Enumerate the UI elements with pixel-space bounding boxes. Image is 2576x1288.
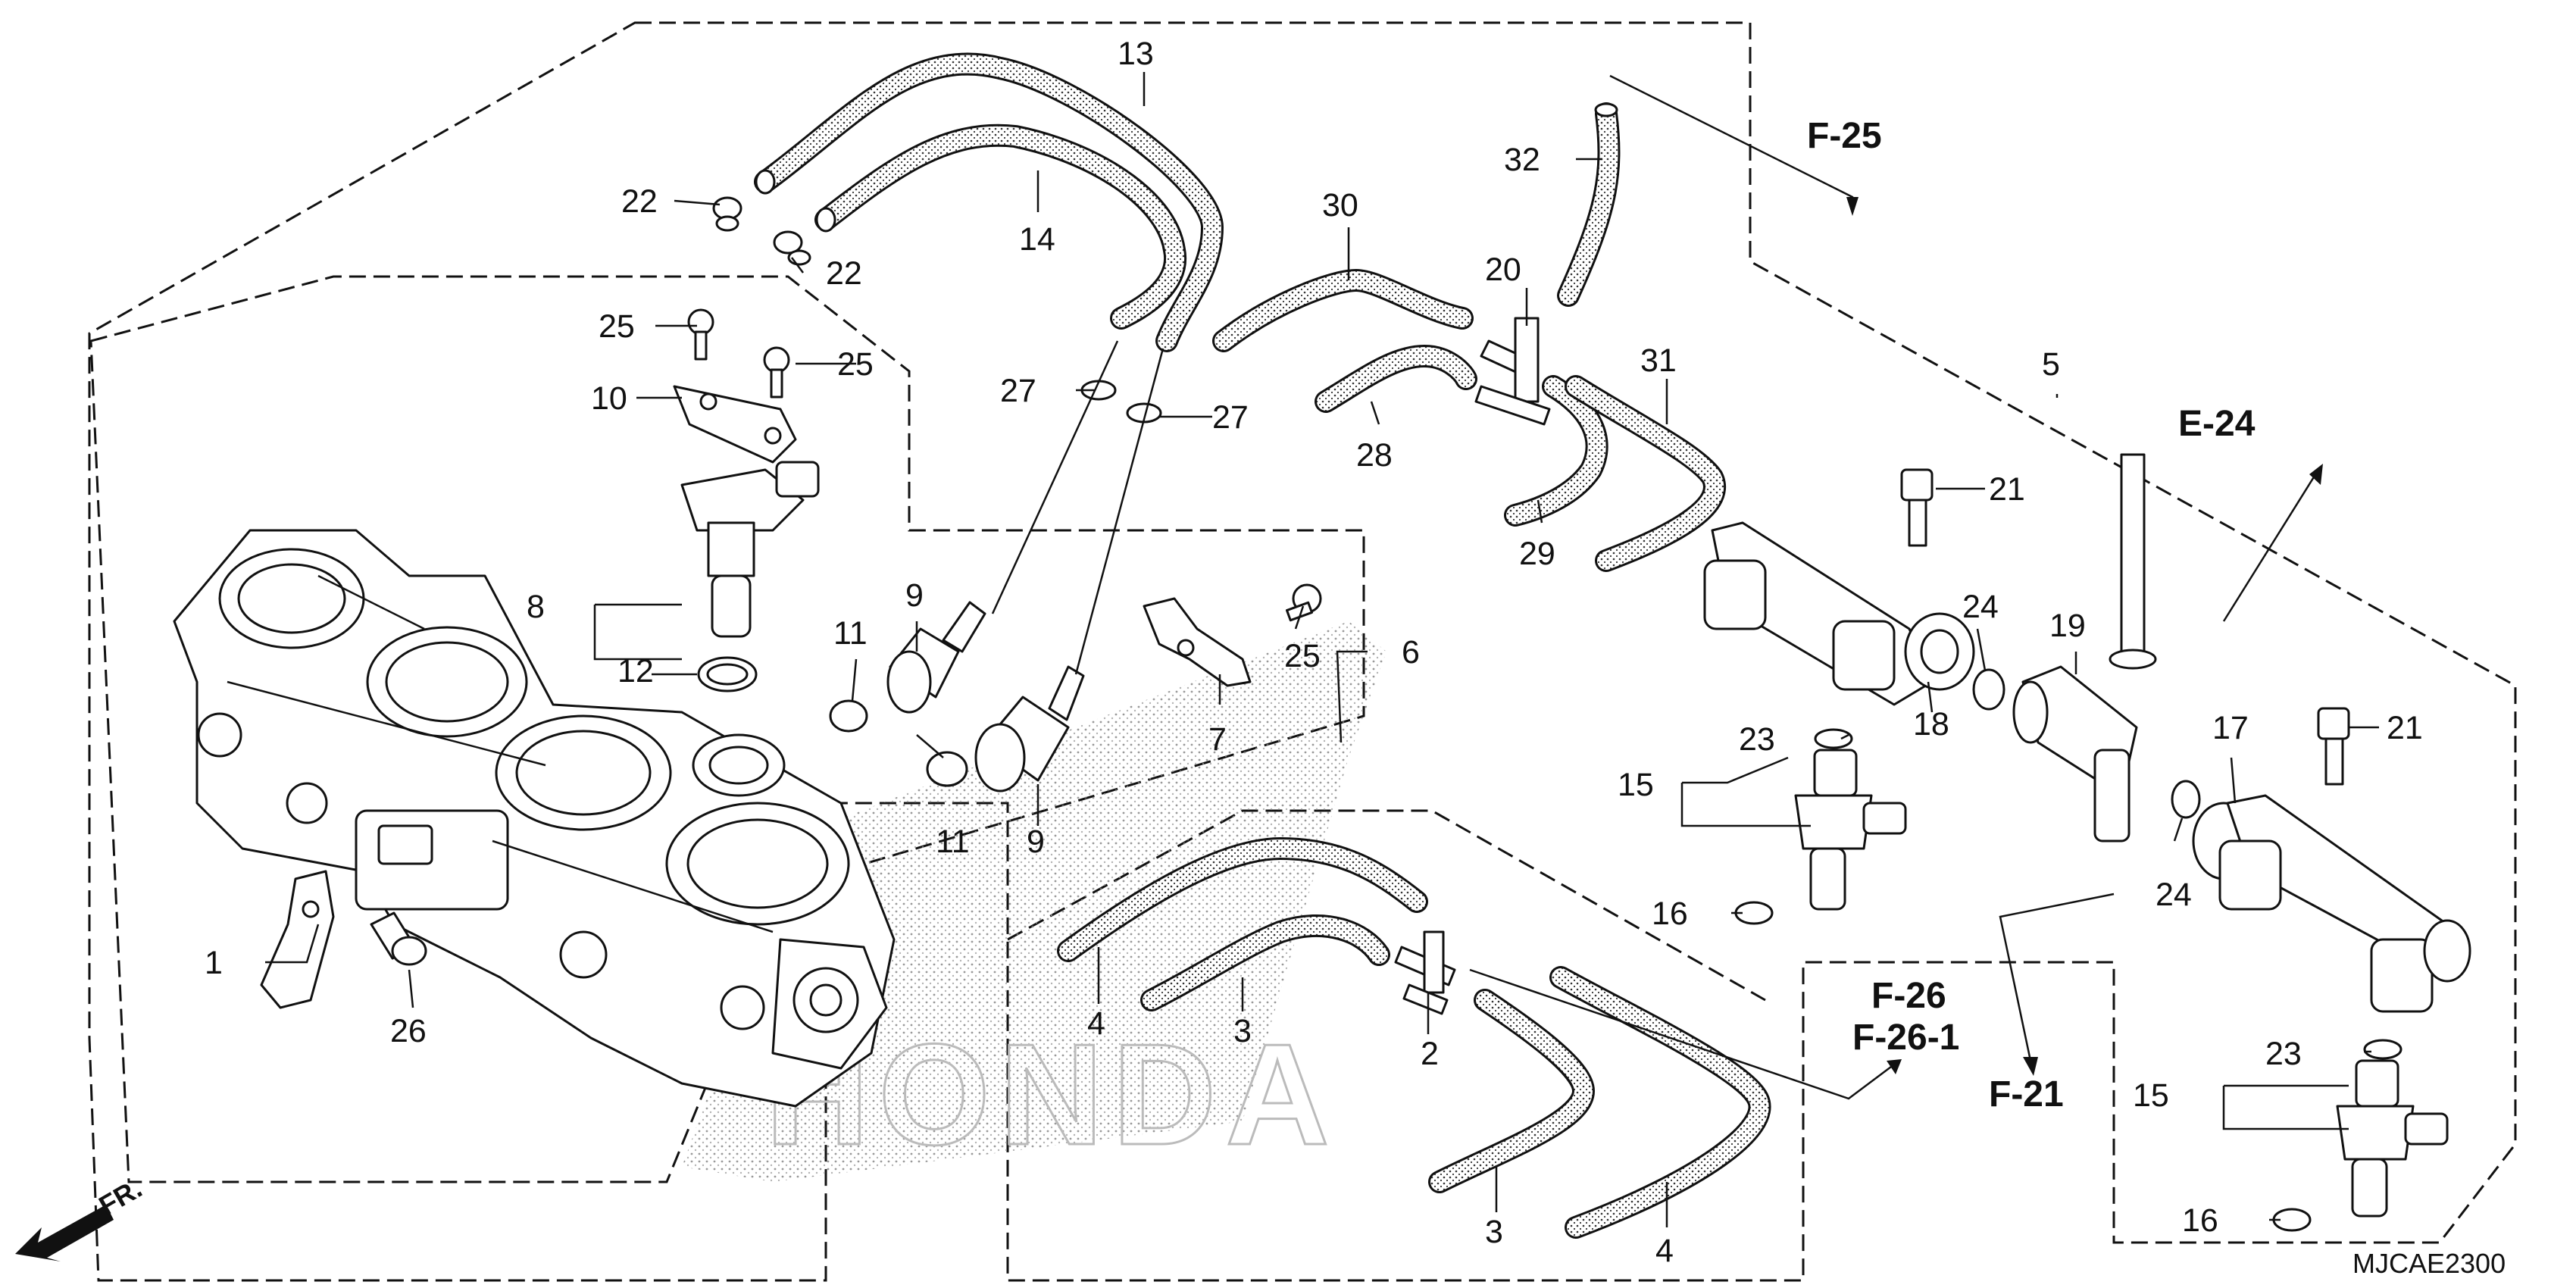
part-29-hose (1504, 375, 1608, 527)
callout-31: 31 (1640, 342, 1677, 379)
throttle-body-assembly (173, 529, 896, 1108)
part-21-bolt-upper (1900, 468, 1934, 547)
part-3-hose-left (1140, 914, 1390, 1011)
callout-24-b: 24 (2156, 877, 2192, 913)
part-32-hose (1557, 102, 1621, 307)
callout-27-a: 27 (1000, 373, 1036, 409)
callout-4-b: 4 (1655, 1233, 1674, 1269)
reference-arrows (1469, 74, 2323, 1100)
callout-5: 5 (2042, 346, 2060, 383)
part-25-screw-upper-right (763, 346, 790, 399)
part-11-washer-upper (829, 699, 868, 733)
callout-11-a: 11 (833, 615, 868, 652)
callout-20: 20 (1485, 252, 1521, 288)
front-arrow-icon: FR. (15, 1172, 147, 1261)
part-26-screw (370, 911, 427, 966)
part-10-setting-plate (673, 385, 797, 464)
callout-25-c: 25 (1284, 638, 1321, 674)
part-23-seal-lower (2363, 1039, 2402, 1060)
callout-19: 19 (2049, 608, 2086, 644)
callout-32: 32 (1504, 142, 1540, 178)
callout-25-a: 25 (599, 308, 635, 345)
group-5-boundary (88, 21, 2517, 1282)
part-24-o-ring-lower (2171, 780, 2201, 819)
part-28-hose (1315, 345, 1477, 413)
part-25-screw-upper-left (687, 308, 714, 361)
callout-6: 6 (1402, 634, 1420, 671)
leader-lines (265, 72, 2379, 1227)
callout-25-b: 25 (837, 346, 874, 383)
callout-9-b: 9 (1027, 824, 1045, 860)
diagram-code: MJCAE2300 (2352, 1248, 2506, 1279)
callout-18: 18 (1913, 706, 1949, 742)
callout-21-b: 21 (2387, 710, 2423, 746)
part-14-hose (814, 123, 1187, 330)
callout-22-b: 22 (826, 255, 862, 292)
part-3-hose-right (1428, 989, 1595, 1193)
callout-26: 26 (390, 1013, 427, 1049)
ref-f-25: F-25 (1807, 116, 1882, 156)
callout-2: 2 (1421, 1036, 1439, 1072)
callout-8: 8 (527, 589, 545, 625)
part-17-fuel-rail (2192, 794, 2471, 1013)
part-25-screw-right (1286, 583, 1322, 622)
part-11-washer-lower (926, 751, 968, 787)
part-1-bracket (260, 870, 335, 1009)
part-18-fuel-rail (1703, 521, 1975, 706)
part-19-fuel-joint (2012, 453, 2157, 843)
part-2-tee-joint (1394, 930, 1456, 1015)
callout-23-b: 23 (2265, 1036, 2302, 1072)
part-31-hose (1565, 375, 1726, 572)
part-20-tee-joint (1474, 317, 1551, 426)
callout-10: 10 (591, 380, 627, 417)
callout-13: 13 (1118, 36, 1154, 72)
part-30-hose (1212, 269, 1474, 352)
ref-f-21: F-21 (1989, 1074, 2064, 1114)
part-22-clip-lower (773, 230, 811, 266)
ref-e-24: E-24 (2178, 404, 2256, 444)
part-4-hose-right (1549, 966, 1771, 1239)
part-9-valve-upper (886, 601, 986, 714)
reference-codes: F-25 E-24 F-26 F-26-1 F-21 (1807, 116, 2256, 1114)
callout-15-b: 15 (2133, 1077, 2169, 1114)
part-22-clip-upper (712, 196, 742, 232)
part-15-injector-lower (2336, 1059, 2449, 1218)
callout-16-a: 16 (1652, 896, 1688, 932)
callout-9-a: 9 (905, 577, 924, 614)
callout-24-a: 24 (1962, 589, 1999, 625)
part-9-valve-lower (974, 665, 1085, 792)
part-23-seal-upper (1814, 728, 1853, 749)
part-13-hose (754, 52, 1224, 352)
callout-labels: 1 26 8 12 10 25 25 22 22 13 14 27 27 9 1… (205, 36, 2423, 1269)
part-7-hose-clamp-bracket (1143, 597, 1252, 687)
callout-21-a: 21 (1989, 471, 2025, 508)
callout-3-a: 3 (1233, 1013, 1252, 1049)
callout-28: 28 (1356, 437, 1393, 474)
callout-3-b: 3 (1485, 1214, 1503, 1250)
callout-23-a: 23 (1739, 721, 1775, 758)
callout-17: 17 (2212, 710, 2249, 746)
callout-30: 30 (1322, 187, 1358, 224)
callout-22-a: 22 (621, 183, 658, 220)
callout-7: 7 (1208, 721, 1227, 758)
part-4-hose-left (1057, 837, 1428, 962)
callout-15-a: 15 (1618, 767, 1654, 803)
ref-f-26-1: F-26-1 (1852, 1018, 1959, 1058)
callout-1: 1 (205, 945, 223, 981)
callout-4-a: 4 (1087, 1005, 1105, 1042)
ref-f-26: F-26 (1871, 976, 1946, 1016)
callout-29: 29 (1519, 536, 1555, 572)
part-21-bolt-lower (2317, 707, 2350, 786)
callout-16-b: 16 (2182, 1202, 2218, 1239)
callout-11-b: 11 (936, 824, 970, 860)
part-8-sensor (680, 461, 820, 638)
callout-27-b: 27 (1212, 399, 1249, 436)
callout-14: 14 (1019, 221, 1055, 258)
part-15-injector-upper (1794, 749, 1907, 911)
part-24-o-ring-upper (1972, 668, 2005, 711)
callout-12: 12 (617, 653, 654, 689)
